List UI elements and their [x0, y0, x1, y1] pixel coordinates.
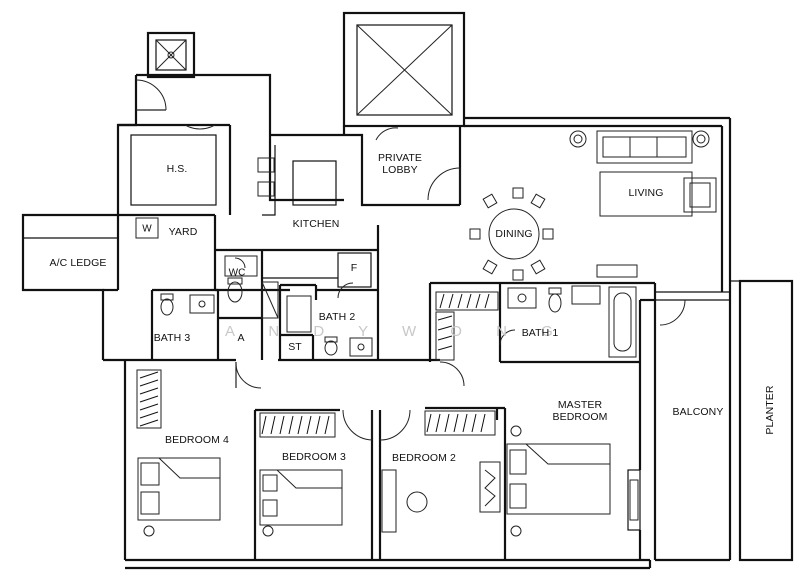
doors: [135, 79, 686, 441]
label-bath1: BATH 1: [522, 327, 559, 339]
room-labels: H.S. W YARD A/C LEDGE KITCHEN PRIVATE LO…: [50, 152, 776, 464]
label-f: F: [351, 262, 358, 274]
label-w: W: [142, 224, 152, 235]
label-bedroom4: BEDROOM 4: [165, 434, 229, 446]
bed-bedroom3: [259, 469, 343, 526]
label-bedroom2: BEDROOM 2: [392, 452, 456, 464]
label-master-bedroom-1: MASTER: [558, 399, 603, 411]
lift-shaft-small: [146, 31, 196, 79]
bed-bedroom4: [137, 457, 221, 521]
label-bedroom3: BEDROOM 3: [282, 451, 346, 463]
dining-table: [488, 208, 540, 260]
fridge: [337, 252, 372, 288]
walls: [21, 11, 794, 570]
fixtures: [135, 130, 717, 537]
label-hs: H.S.: [167, 163, 188, 175]
lift-shaft-large: [342, 11, 466, 128]
label-dining: DINING: [495, 228, 532, 240]
label-st: ST: [288, 341, 302, 353]
label-private-lobby-2: LOBBY: [382, 164, 418, 176]
label-a: A: [237, 332, 244, 344]
label-bath3: BATH 3: [154, 332, 191, 344]
label-ac-ledge: A/C LEDGE: [50, 257, 107, 269]
watermark-text: A N D Y W O N G: [225, 323, 568, 340]
label-master-bedroom-2: BEDROOM: [553, 411, 608, 423]
label-kitchen: KITCHEN: [293, 218, 340, 230]
label-planter: PLANTER: [764, 385, 776, 434]
label-private-lobby-1: PRIVATE: [378, 152, 422, 164]
label-living: LIVING: [628, 187, 663, 199]
hs-room: [130, 134, 217, 206]
coffee-table: [599, 171, 693, 217]
label-wc: WC: [229, 268, 246, 279]
label-yard: YARD: [169, 226, 198, 238]
label-balcony: BALCONY: [673, 406, 724, 418]
bed-master: [506, 443, 611, 515]
planter-box: [738, 279, 794, 562]
label-bath2: BATH 2: [319, 311, 356, 323]
